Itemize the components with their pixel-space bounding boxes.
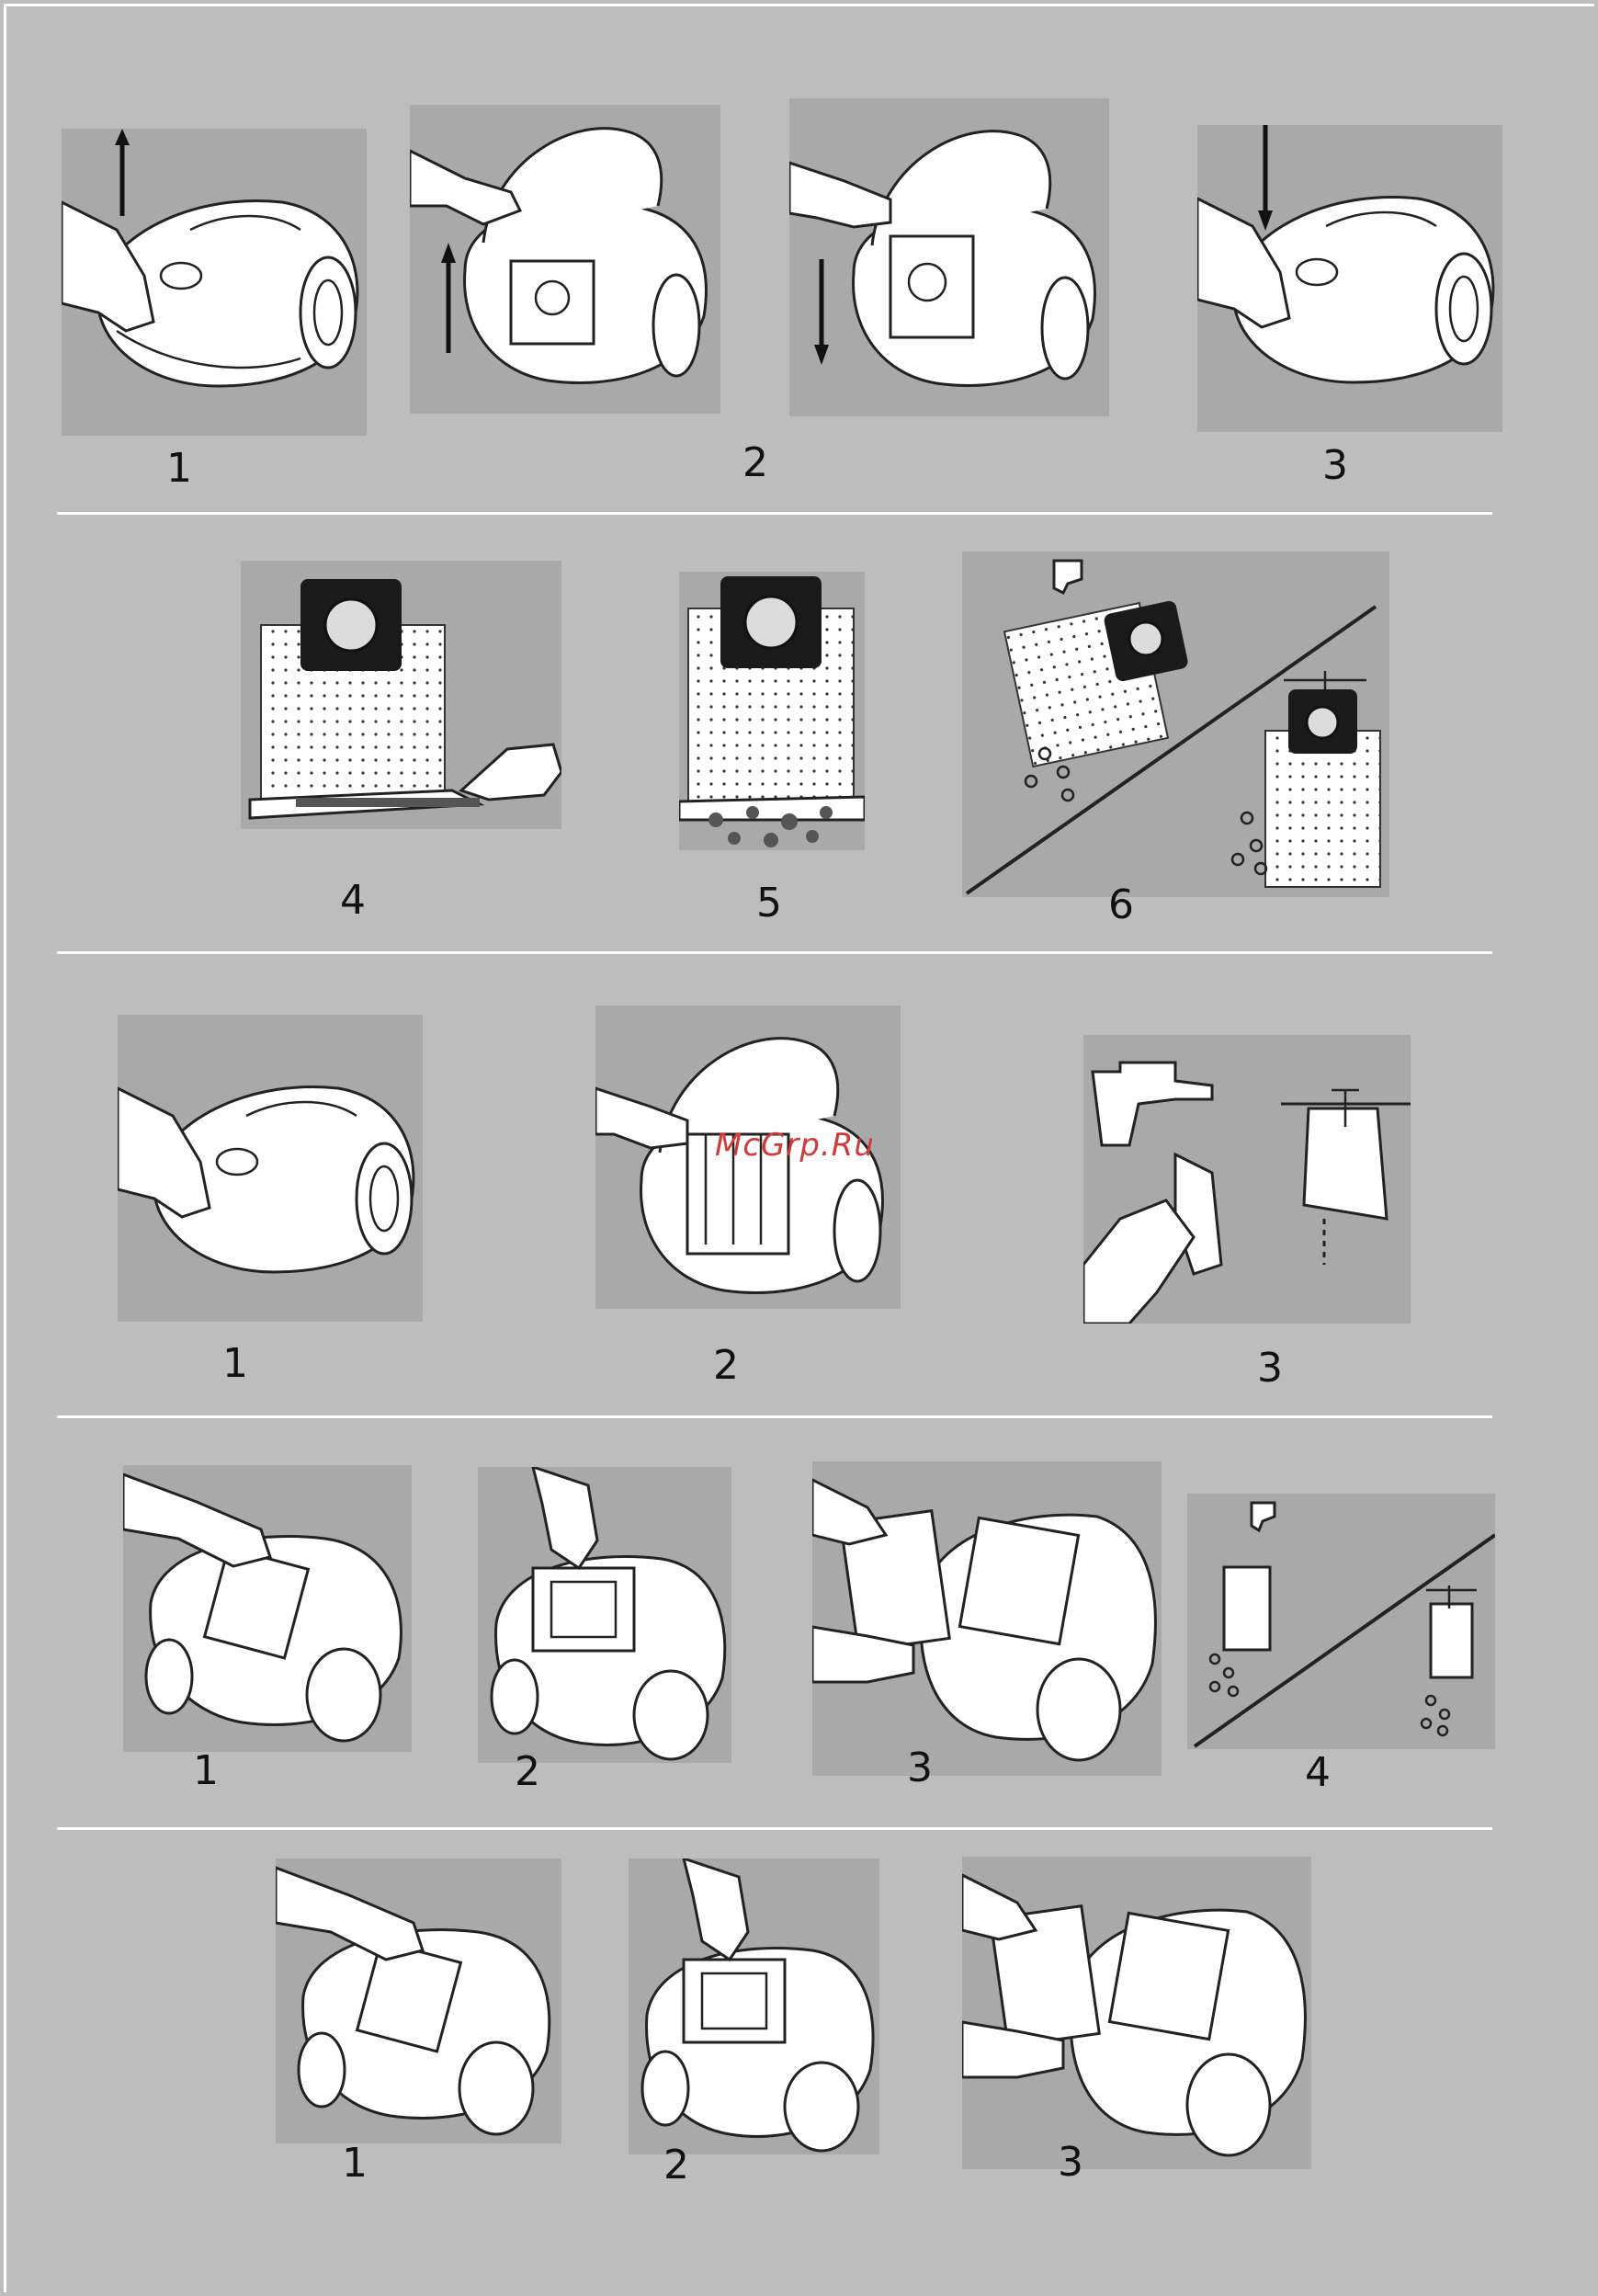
section-divider xyxy=(57,512,1492,515)
tap-icon xyxy=(1054,561,1082,593)
hand-icon xyxy=(962,1875,1036,1939)
step-label: 4 xyxy=(1305,1753,1331,1793)
hand-icon xyxy=(1083,1200,1194,1324)
step-label: 6 xyxy=(1108,885,1134,926)
illustration-wash-filter xyxy=(1187,1494,1495,1749)
tap-icon xyxy=(1093,1063,1212,1145)
arrow-down-icon xyxy=(1258,210,1273,231)
hand-icon xyxy=(118,1088,210,1217)
hand-icon xyxy=(789,163,890,227)
illustration-remove-bag xyxy=(410,105,720,414)
water-drops-icon xyxy=(1422,1696,1449,1735)
vacuum-open-icon xyxy=(854,131,1095,386)
section-divider xyxy=(57,1415,1492,1418)
step-label: 2 xyxy=(515,1752,540,1792)
step-label: 2 xyxy=(713,1346,739,1386)
filter-icon xyxy=(1224,1567,1270,1650)
step-label: 5 xyxy=(756,883,782,924)
filter-icon xyxy=(1431,1604,1472,1677)
step-label: 3 xyxy=(1257,1348,1283,1389)
step-label: 4 xyxy=(340,881,366,921)
illustration-wash-bag xyxy=(962,551,1389,897)
hand-icon xyxy=(62,202,153,331)
illustration-insert-bag xyxy=(789,98,1109,416)
hand-icon xyxy=(1197,199,1289,327)
step-label: 1 xyxy=(222,1344,248,1384)
step-label: 2 xyxy=(742,443,768,483)
illustration-close-cover xyxy=(1197,125,1502,432)
arrow-up-icon xyxy=(115,129,130,145)
illustration-open-cover xyxy=(118,1015,423,1322)
illustration-lift-grille xyxy=(123,1465,412,1752)
illustration-remove-filter-frame xyxy=(478,1467,731,1763)
hand-icon xyxy=(533,1467,597,1568)
illustration-open-cover xyxy=(62,129,367,436)
hand-icon xyxy=(812,1480,886,1544)
illustration-take-out-filter xyxy=(812,1461,1162,1776)
water-drops-icon xyxy=(1232,813,1266,874)
arrow-down-icon xyxy=(814,345,829,365)
step-label: 3 xyxy=(1058,2143,1083,2183)
water-drops-icon xyxy=(1210,1654,1238,1696)
step-label: 3 xyxy=(907,1748,933,1789)
watermark: McGrp.Ru xyxy=(715,1127,875,1164)
illustration-lift-grille xyxy=(276,1858,561,2143)
step-label: 3 xyxy=(1322,446,1348,486)
vacuum-open-icon xyxy=(465,129,707,383)
illustration-remove-filter-frame xyxy=(629,1858,879,2154)
step-label: 1 xyxy=(166,449,192,489)
illustration-cut-bag xyxy=(241,561,561,829)
step-label: 1 xyxy=(193,1751,219,1791)
section-divider xyxy=(57,951,1492,954)
section-divider xyxy=(57,1827,1492,1830)
arrow-up-icon xyxy=(441,243,456,263)
illustration-wash-filter xyxy=(1083,1035,1411,1324)
tap-icon xyxy=(1252,1503,1275,1530)
step-label: 2 xyxy=(663,2145,689,2186)
hand-icon xyxy=(595,1088,687,1148)
hand-icon xyxy=(461,744,561,800)
illustration-take-out-filter xyxy=(962,1857,1311,2169)
hand-icon xyxy=(684,1858,748,1960)
step-label: 1 xyxy=(342,2143,368,2184)
illustration-empty-bag xyxy=(679,572,865,850)
